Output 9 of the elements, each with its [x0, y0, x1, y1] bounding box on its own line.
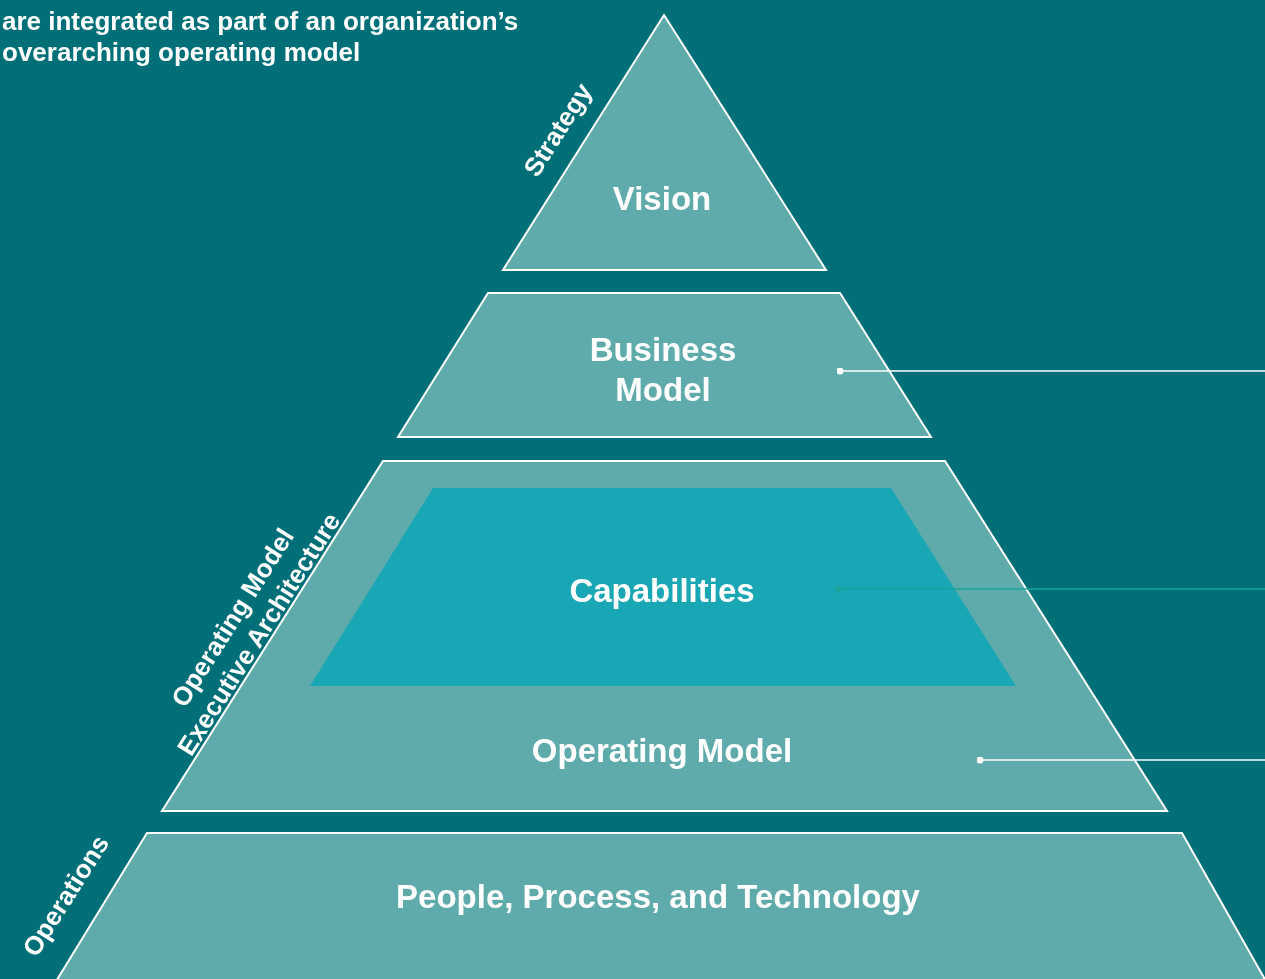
leader-line [836, 367, 1265, 375]
tier-label: Vision [612, 179, 712, 219]
leader-line [976, 756, 1265, 764]
tier-label: Capabilities [569, 571, 755, 611]
tier-label: Operating Model [531, 731, 793, 771]
description-text: are integrated as part of an organization’s overarching operating model [2, 6, 520, 68]
tier-label: Business Model [588, 330, 738, 410]
tier-label: People, Process, and Technology [396, 877, 920, 917]
leader-line [834, 585, 1265, 593]
